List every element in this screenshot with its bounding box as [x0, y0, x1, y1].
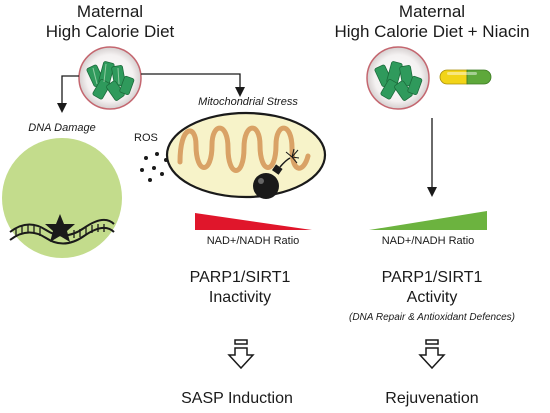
left-outcome-line1: PARP1/SIRT1: [190, 269, 291, 286]
left-ratio-label: NAD+/NADH Ratio: [207, 235, 300, 247]
mitochondrion-icon: [165, 111, 327, 199]
right-title-line2: High Calorie Diet + Niacin: [334, 22, 529, 41]
niacin-capsule-icon: [439, 69, 492, 85]
arrow-to-mito-stress: [141, 73, 245, 97]
right-ratio-label: NAD+/NADH Ratio: [382, 235, 475, 247]
mito-stress-label: Mitochondrial Stress: [198, 96, 298, 108]
left-result: SASP Induction: [181, 390, 293, 407]
right-title-line1: Maternal: [399, 2, 465, 21]
nad-ratio-increase-wedge: [369, 211, 487, 230]
right-outcome-line1: PARP1/SIRT1: [382, 269, 483, 286]
right-outcome-note: (DNA Repair & Antioxidant Defences): [349, 312, 515, 323]
left-outcome-line2: Inactivity: [209, 289, 271, 306]
arrow-to-dna-damage: [57, 75, 79, 113]
high-calorie-food-icon: [78, 46, 142, 110]
left-title-line2: High Calorie Diet: [46, 22, 175, 41]
cell-with-dna-icon: [2, 138, 122, 258]
dna-damage-label: DNA Damage: [28, 122, 95, 134]
bomb-icon: [253, 148, 300, 199]
ros-label: ROS: [134, 132, 158, 144]
ros-dots-icon: [140, 152, 168, 182]
right-result: Rejuvenation: [385, 390, 478, 407]
high-calorie-food-icon-right: [366, 46, 430, 110]
left-title-line1: Maternal: [77, 2, 143, 21]
nad-ratio-decrease-wedge: [195, 213, 312, 230]
down-arrow-icon-right: [418, 339, 446, 370]
down-arrow-icon: [227, 339, 255, 370]
right-outcome-line2: Activity: [407, 289, 458, 306]
